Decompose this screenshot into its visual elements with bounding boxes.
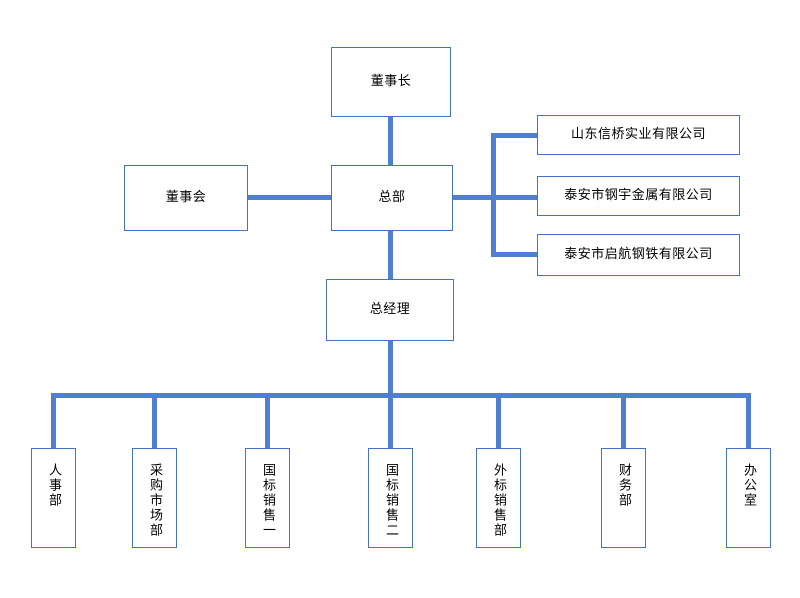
connector-branch-subsidiary-1 (491, 133, 538, 138)
node-department-5[interactable]: 外标销售部 (476, 448, 521, 548)
node-department-4[interactable]: 国标销售二 (368, 448, 413, 548)
node-general-manager[interactable]: 总经理 (326, 279, 454, 341)
node-subsidiary-2[interactable]: 泰安市钢宇金属有限公司 (537, 176, 740, 216)
connector-chairman-to-headquarters (388, 117, 393, 166)
node-board-of-directors-label: 董事会 (165, 190, 207, 206)
node-headquarters-label: 总部 (378, 190, 406, 206)
node-department-6-label: 财务部 (616, 463, 631, 508)
node-chairman-label: 董事长 (370, 74, 412, 90)
connector-general-manager-to-bus (388, 341, 393, 398)
node-subsidiary-1[interactable]: 山东信桥实业有限公司 (537, 115, 740, 155)
connector-drop-department-2 (152, 393, 157, 448)
connector-drop-department-4 (388, 393, 393, 448)
node-department-2[interactable]: 采购市场部 (132, 448, 177, 548)
connector-headquarters-to-subsidiary-stub (452, 195, 496, 200)
connector-branch-subsidiary-3 (491, 252, 538, 257)
connector-department-bus (51, 393, 751, 398)
connector-drop-department-6 (621, 393, 626, 448)
connector-headquarters-to-general-manager (388, 230, 393, 279)
connector-drop-department-7 (746, 393, 751, 448)
node-general-manager-label: 总经理 (369, 302, 411, 318)
node-department-1[interactable]: 人事部 (31, 448, 76, 548)
node-headquarters[interactable]: 总部 (331, 165, 453, 231)
node-department-6[interactable]: 财务部 (601, 448, 646, 548)
node-chairman[interactable]: 董事长 (331, 47, 451, 117)
node-subsidiary-2-label: 泰安市钢宇金属有限公司 (564, 188, 713, 204)
node-subsidiary-3-label: 泰安市启航钢铁有限公司 (564, 247, 713, 263)
node-department-2-label: 采购市场部 (147, 463, 162, 538)
node-department-3[interactable]: 国标销售一 (245, 448, 290, 548)
connector-drop-department-5 (496, 393, 501, 448)
connector-branch-subsidiary-2 (491, 195, 538, 200)
node-department-7[interactable]: 办公室 (726, 448, 771, 548)
connector-drop-department-3 (265, 393, 270, 448)
node-subsidiary-1-label: 山东信桥实业有限公司 (570, 127, 706, 143)
node-department-4-label: 国标销售二 (383, 463, 398, 538)
connector-drop-department-1 (51, 393, 56, 448)
node-department-5-label: 外标销售部 (491, 463, 506, 538)
node-department-1-label: 人事部 (46, 463, 61, 508)
node-department-7-label: 办公室 (741, 463, 756, 508)
node-subsidiary-3[interactable]: 泰安市启航钢铁有限公司 (537, 234, 740, 276)
node-department-3-label: 国标销售一 (260, 463, 275, 538)
connector-board-to-headquarters (247, 195, 331, 200)
node-board-of-directors[interactable]: 董事会 (124, 165, 248, 231)
